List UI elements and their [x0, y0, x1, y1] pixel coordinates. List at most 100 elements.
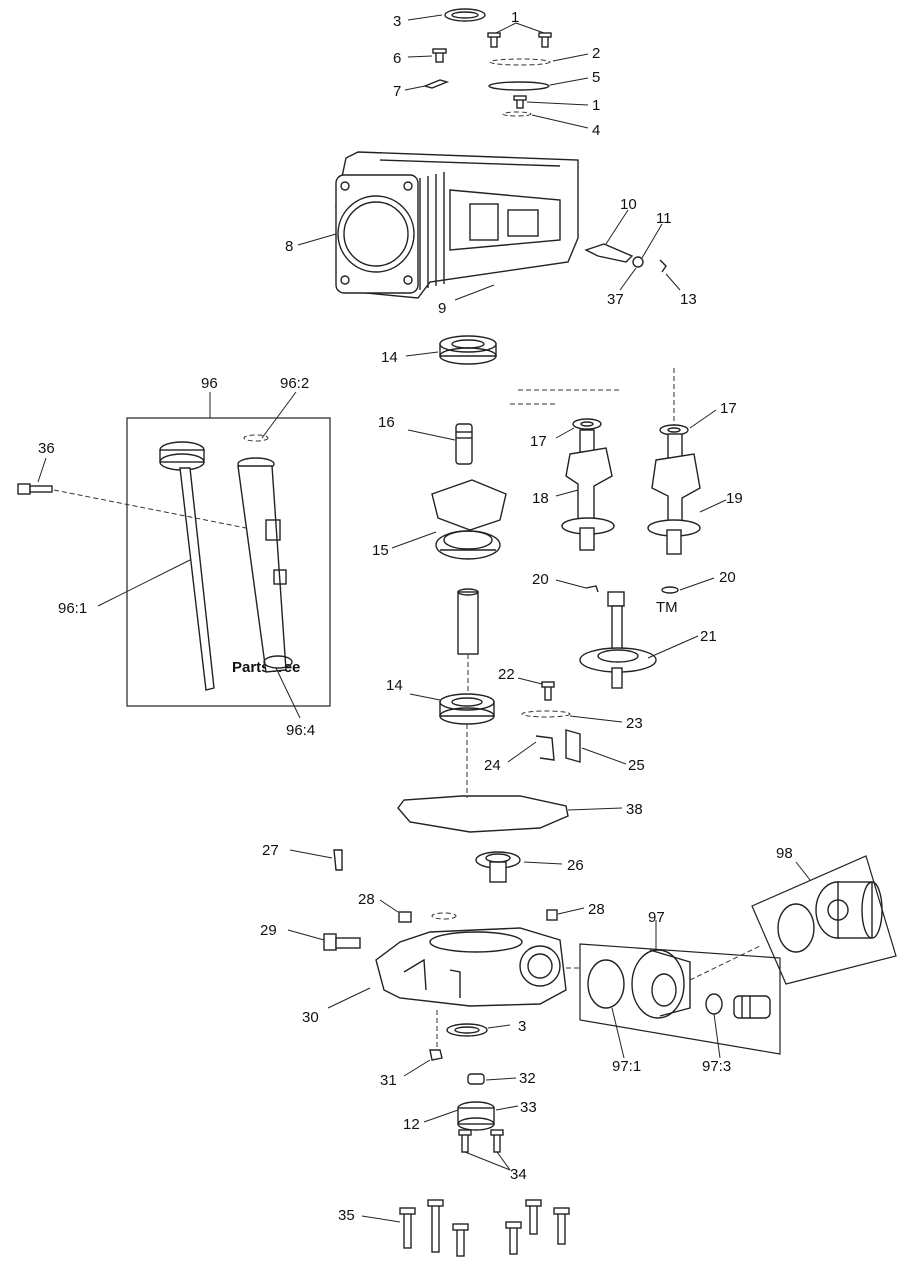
part-16-bolt[interactable]	[455, 423, 473, 465]
callout-12: 12	[403, 1116, 420, 1133]
part-13-pin[interactable]	[659, 259, 667, 273]
callout-34: 34	[510, 1166, 527, 1183]
callout-96-2: 96:2	[280, 375, 309, 392]
part-18-crankshaft[interactable]	[561, 429, 615, 551]
part-3-bottom-seal[interactable]	[446, 1023, 488, 1037]
part-11-washer[interactable]	[632, 256, 644, 268]
part-32-plug[interactable]	[467, 1073, 485, 1085]
part-25-plate[interactable]	[565, 729, 581, 763]
callout-97-1: 97:1	[612, 1058, 641, 1075]
part-17-washer-b[interactable]	[659, 424, 689, 436]
callout-29: 29	[260, 922, 277, 939]
callout-18: 18	[532, 490, 549, 507]
part-17-washer-a[interactable]	[572, 418, 602, 430]
callout-2: 2	[592, 45, 600, 62]
callout-1-mid: 1	[592, 97, 600, 114]
part-96-2-oring[interactable]	[243, 434, 269, 442]
part-20-clip-a[interactable]	[585, 585, 599, 593]
part-24-lever[interactable]	[535, 735, 555, 761]
callout-17-left: 17	[530, 433, 547, 450]
part-96-tube[interactable]	[237, 457, 293, 673]
callout-5: 5	[592, 69, 600, 86]
part-33-filter-cup[interactable]	[457, 1101, 495, 1131]
callout-20-left: 20	[532, 571, 549, 588]
part-4-washer[interactable]	[502, 111, 532, 117]
callout-14-top: 14	[381, 349, 398, 366]
part-10-lever[interactable]	[584, 243, 634, 263]
part-7-clip[interactable]	[422, 79, 450, 89]
part-15-connecting-rod[interactable]	[431, 479, 507, 560]
callout-28-right: 28	[588, 901, 605, 918]
callout-97-3: 97:3	[702, 1058, 731, 1075]
callout-96-1: 96:1	[58, 600, 87, 617]
callout-17-right: 17	[720, 400, 737, 417]
part-8-engine-block[interactable]	[335, 151, 579, 299]
callout-4: 4	[592, 122, 600, 139]
part-2-gasket[interactable]	[489, 58, 551, 66]
part-97-1-oring[interactable]	[587, 959, 625, 1009]
callout-9: 9	[438, 300, 446, 317]
callout-7: 7	[393, 83, 401, 100]
callout-10: 10	[620, 196, 637, 213]
callout-11: 11	[656, 210, 672, 227]
part-1-screws-top[interactable]	[487, 32, 552, 48]
callout-35: 35	[338, 1207, 355, 1224]
part-rod-lower[interactable]	[457, 588, 479, 655]
callout-20-right: 20	[719, 569, 736, 586]
part-19-crankshaft[interactable]	[647, 433, 701, 555]
part-97-pump[interactable]	[631, 949, 691, 1019]
part-6-screw[interactable]	[432, 48, 447, 63]
part-5-plate[interactable]	[488, 81, 550, 91]
callout-22: 22	[498, 666, 515, 683]
callout-32: 32	[519, 1070, 536, 1087]
part-3-top-seal[interactable]	[444, 8, 486, 22]
part-98-filter-kit-box	[751, 855, 897, 985]
callout-38: 38	[626, 801, 643, 818]
part-31-pin[interactable]	[429, 1049, 443, 1061]
callout-30: 30	[302, 1009, 319, 1026]
callout-97: 97	[648, 909, 665, 926]
part-96-1-dipstick[interactable]	[159, 441, 215, 691]
callout-33: 33	[520, 1099, 537, 1116]
callout-25: 25	[628, 757, 645, 774]
callout-21: 21	[700, 628, 717, 645]
callout-14-bottom: 14	[386, 677, 403, 694]
part-22-screw[interactable]	[541, 681, 555, 701]
part-97-oil-pump-box	[579, 943, 781, 1055]
part-97-3-ring[interactable]	[705, 993, 723, 1015]
part-23-plate[interactable]	[521, 710, 571, 718]
callout-8: 8	[285, 238, 293, 255]
part-14-seal-top[interactable]	[439, 335, 497, 365]
part-21-gear-shaft[interactable]	[579, 591, 657, 689]
callout-36: 36	[38, 440, 55, 457]
callout-24: 24	[484, 757, 501, 774]
part-29-valve[interactable]	[323, 933, 361, 951]
part-97-filter[interactable]	[733, 995, 771, 1019]
part-20-clip-b[interactable]	[661, 586, 679, 594]
part-28-block-b[interactable]	[546, 909, 558, 921]
part-98-filter[interactable]	[777, 881, 883, 953]
callout-96: 96	[201, 375, 218, 392]
callout-26: 26	[567, 857, 584, 874]
part-1-screw-mid[interactable]	[513, 95, 527, 109]
dipstick-kit-box	[126, 417, 331, 707]
callout-1-top: 1	[511, 9, 519, 26]
callout-3-bottom: 3	[518, 1018, 526, 1035]
part-36-bolt[interactable]	[17, 483, 53, 495]
callout-98: 98	[776, 845, 793, 862]
part-30-sump-base[interactable]	[375, 927, 567, 1007]
part-28-block-a[interactable]	[398, 911, 412, 923]
part-34-screws[interactable]	[458, 1129, 504, 1153]
callout-96-4: 96:4	[286, 722, 315, 739]
part-14-seal-bottom[interactable]	[439, 693, 495, 725]
part-35-bolts[interactable]	[399, 1199, 570, 1257]
callout-15: 15	[372, 542, 389, 559]
watermark-trademark: TM	[656, 599, 678, 616]
part-38-gasket[interactable]	[397, 795, 569, 833]
callout-37: 37	[607, 291, 624, 308]
callout-31: 31	[380, 1072, 397, 1089]
callout-28-left: 28	[358, 891, 375, 908]
part-26-governor[interactable]	[475, 851, 521, 883]
part-27-pin[interactable]	[333, 849, 343, 871]
